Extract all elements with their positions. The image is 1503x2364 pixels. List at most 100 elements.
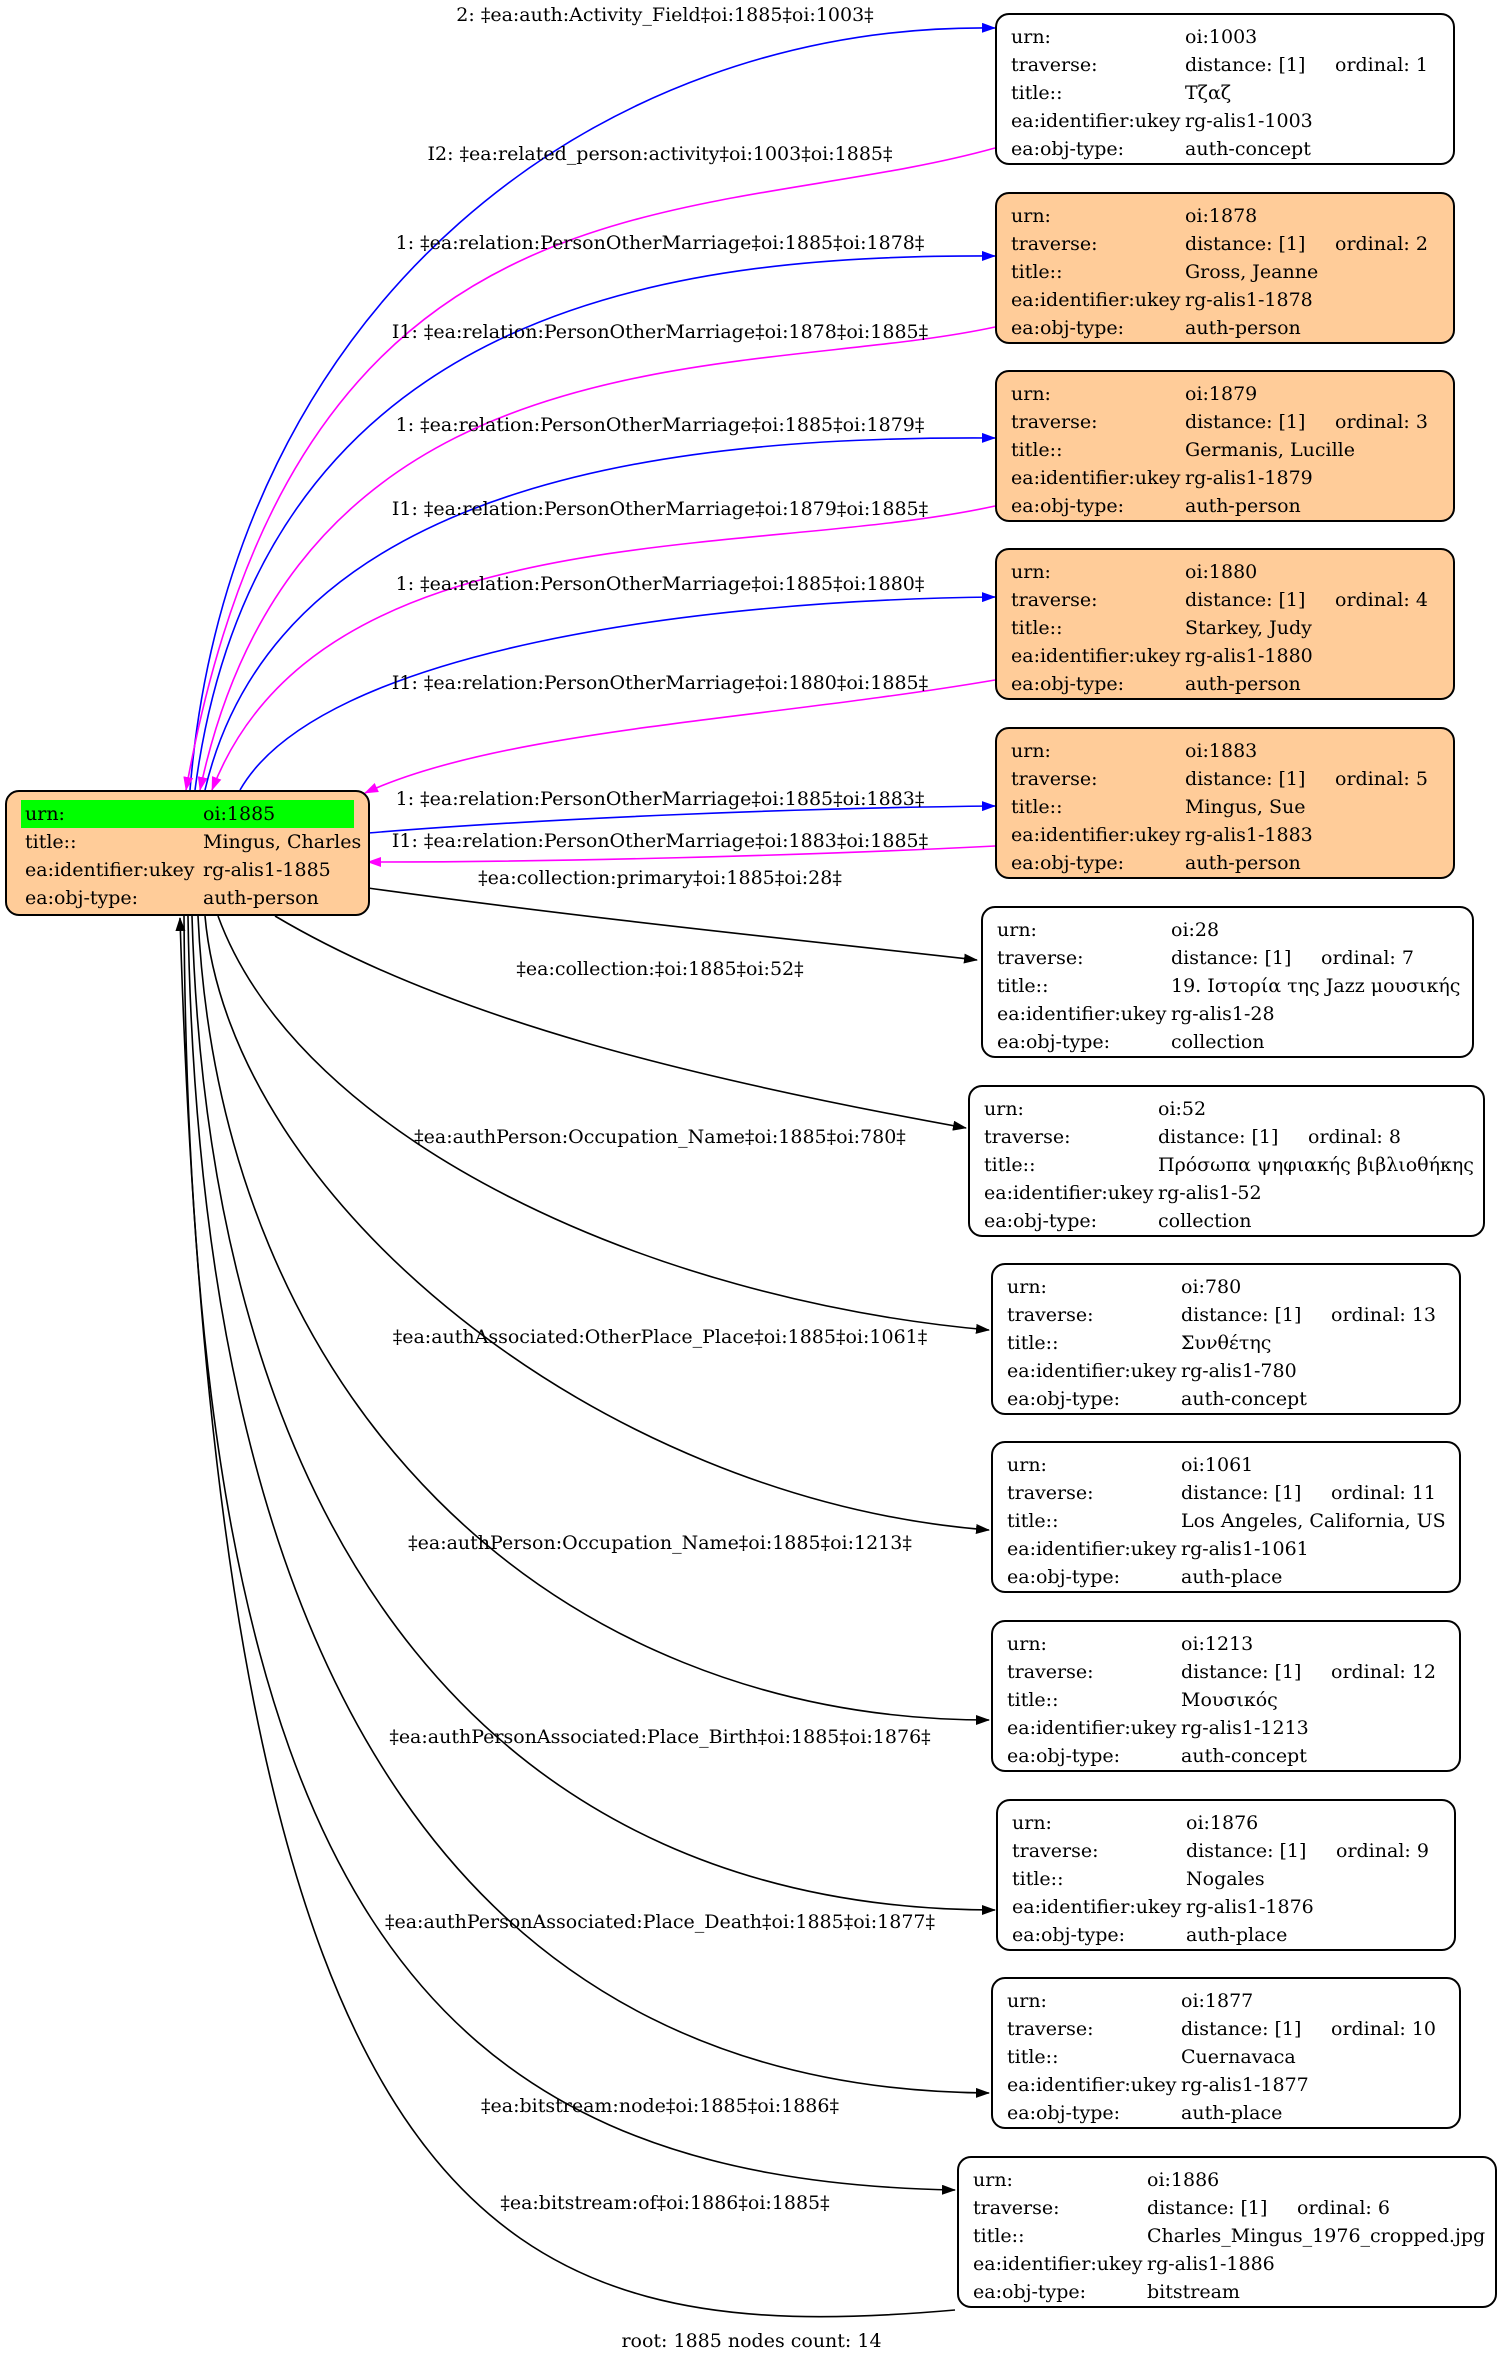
field-key: ea:obj-type: — [1011, 673, 1125, 695]
field-value: Germanis, Lucille — [1185, 439, 1355, 461]
field-value: collection — [1171, 1031, 1265, 1053]
field-value: oi:1876 — [1186, 1812, 1259, 1834]
node-oi-1213[interactable]: urn:oi:1213 traverse:distance: [1]ordina… — [991, 1620, 1461, 1772]
field-key: ea:obj-type: — [1007, 2102, 1121, 2124]
field-key: ea:obj-type: — [25, 887, 139, 909]
edge-label: 2: ‡ea:auth:Activity_Field‡oi:1885‡oi:10… — [456, 4, 873, 26]
field-value: oi:1879 — [1185, 383, 1258, 405]
field-key: urn: — [21, 800, 199, 828]
edge-label: ‡ea:authPerson:Occupation_Name‡oi:1885‡o… — [408, 1532, 912, 1554]
node-field-type: ea:obj-type: auth-person — [21, 884, 354, 912]
field-key: traverse: — [1007, 2018, 1094, 2040]
field-value: Μουσικός — [1181, 1689, 1278, 1711]
field-key: urn: — [1007, 1990, 1047, 2012]
edge-e4 — [204, 432, 996, 791]
field-key: ea:obj-type: — [997, 1031, 1111, 1053]
node-oi-28[interactable]: urn:oi:28 traverse:distance: [1]ordinal:… — [981, 906, 1474, 1058]
field-key: ea:identifier:ukey — [1007, 2074, 1177, 2096]
field-key: title:: — [1011, 261, 1063, 283]
field-value: ordinal: 9 — [1336, 1840, 1429, 1862]
field-value: rg-alis1-28 — [1171, 1003, 1275, 1025]
field-value: Πρόσωπα ψηφιακής βιβλιοθήκης — [1158, 1154, 1474, 1176]
field-value: rg-alis1-1003 — [1185, 110, 1313, 132]
field-key: ea:obj-type: — [973, 2281, 1087, 2303]
root-node[interactable]: urn: oi:1885 title:: Mingus, Charles ea:… — [5, 790, 370, 916]
edge-label: 1: ‡ea:relation:PersonOtherMarriage‡oi:1… — [396, 573, 925, 595]
field-key: ea:identifier:ukey — [1011, 110, 1181, 132]
node-oi-1876[interactable]: urn:oi:1876 traverse:distance: [1]ordina… — [996, 1799, 1456, 1951]
edge-e13 — [204, 915, 990, 1534]
node-oi-1003[interactable]: urn:oi:1003 traverse:distance: [1]ordina… — [995, 13, 1455, 165]
field-key: traverse: — [973, 2197, 1060, 2219]
field-key: traverse: — [997, 947, 1084, 969]
field-value: rg-alis1-1885 — [203, 859, 331, 881]
edge-label: ‡ea:collection:‡oi:1885‡oi:52‡ — [516, 958, 803, 980]
edge-label: ‡ea:collection:primary‡oi:1885‡oi:28‡ — [478, 867, 842, 889]
field-key: traverse: — [1011, 768, 1098, 790]
field-value: Τζαζ — [1185, 82, 1232, 104]
field-key: ea:identifier:ukey — [973, 2253, 1143, 2275]
field-key: traverse: — [1011, 411, 1098, 433]
edge-label: I2: ‡ea:related_person:activity‡oi:1003‡… — [428, 143, 893, 165]
field-value: ordinal: 11 — [1331, 1482, 1437, 1504]
field-key: urn: — [973, 2169, 1013, 2191]
field-key: traverse: — [1011, 54, 1098, 76]
edge-e15 — [191, 915, 996, 1915]
field-value: rg-alis1-52 — [1158, 1182, 1262, 1204]
field-value: auth-place — [1186, 1924, 1288, 1946]
field-value: distance: [1] — [1147, 2197, 1268, 2219]
field-key: ea:identifier:ukey — [1007, 1717, 1177, 1739]
field-value: auth-concept — [1185, 138, 1311, 160]
field-key: title:: — [1007, 1332, 1059, 1354]
field-value: rg-alis1-1879 — [1185, 467, 1313, 489]
field-value: ordinal: 4 — [1335, 589, 1428, 611]
field-key: traverse: — [1007, 1482, 1094, 1504]
field-key: title:: — [1011, 439, 1063, 461]
field-key: urn: — [997, 919, 1037, 941]
field-value: oi:1213 — [1181, 1633, 1254, 1655]
node-oi-52[interactable]: urn:oi:52 traverse:distance: [1]ordinal:… — [968, 1085, 1485, 1237]
edge-e7 — [364, 679, 996, 794]
field-key: title:: — [1011, 82, 1063, 104]
field-key: urn: — [1011, 561, 1051, 583]
field-key: title:: — [973, 2225, 1025, 2247]
node-oi-1880[interactable]: urn:oi:1880 traverse:distance: [1]ordina… — [995, 548, 1455, 700]
field-key: traverse: — [1012, 1840, 1099, 1862]
field-value: auth-person — [1185, 673, 1301, 695]
node-oi-1877[interactable]: urn:oi:1877 traverse:distance: [1]ordina… — [991, 1977, 1461, 2129]
field-key: ea:obj-type: — [1007, 1745, 1121, 1767]
field-key: ea:identifier:ukey — [1011, 467, 1181, 489]
node-oi-1886[interactable]: urn:oi:1886 traverse:distance: [1]ordina… — [957, 2156, 1497, 2308]
node-oi-1878[interactable]: urn:oi:1878 traverse:distance: [1]ordina… — [995, 192, 1455, 344]
field-key: title:: — [997, 975, 1049, 997]
field-value: collection — [1158, 1210, 1252, 1232]
field-key: title:: — [1007, 1689, 1059, 1711]
field-key: ea:identifier:ukey — [25, 859, 195, 881]
field-key: title:: — [1007, 1510, 1059, 1532]
edge-e10 — [367, 887, 978, 964]
field-key: traverse: — [1011, 233, 1098, 255]
edge-e0 — [189, 22, 996, 791]
field-value: auth-person — [203, 887, 319, 909]
field-value: ordinal: 6 — [1297, 2197, 1390, 2219]
field-value: auth-person — [1185, 495, 1301, 517]
edge-e18 — [175, 917, 956, 2318]
node-oi-1061[interactable]: urn:oi:1061 traverse:distance: [1]ordina… — [991, 1441, 1461, 1593]
field-value: ordinal: 13 — [1331, 1304, 1437, 1326]
field-value: ordinal: 12 — [1331, 1661, 1437, 1683]
edge-label: ‡ea:bitstream:node‡oi:1885‡oi:1886‡ — [481, 2095, 839, 2117]
field-value: Charles_Mingus_1976_cropped.jpg — [1147, 2225, 1486, 2247]
node-field-urn: urn: oi:1885 — [21, 800, 354, 828]
field-key: traverse: — [984, 1126, 1071, 1148]
node-oi-780[interactable]: urn:oi:780 traverse:distance: [1]ordinal… — [991, 1263, 1461, 1415]
field-value: oi:28 — [1171, 919, 1220, 941]
field-key: ea:identifier:ukey — [1011, 824, 1181, 846]
field-key: ea:obj-type: — [1007, 1566, 1121, 1588]
field-key: urn: — [984, 1098, 1024, 1120]
field-value: ordinal: 2 — [1335, 233, 1428, 255]
field-value: rg-alis1-780 — [1181, 1360, 1297, 1382]
node-oi-1879[interactable]: urn:oi:1879 traverse:distance: [1]ordina… — [995, 370, 1455, 522]
node-oi-1883[interactable]: urn:oi:1883 traverse:distance: [1]ordina… — [995, 727, 1455, 879]
edge-e3 — [197, 326, 996, 791]
